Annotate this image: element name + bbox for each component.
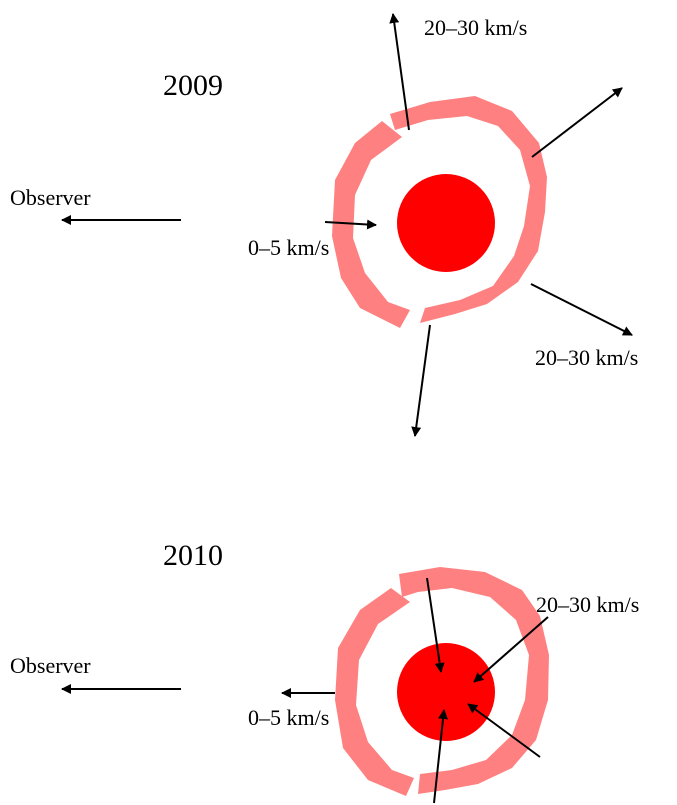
shell-velocity-arrow-upper-right (531, 87, 623, 158)
observer-label: Observer (10, 185, 91, 210)
panel-2009: 2009 Observer 0–5 km/s 20–30 km/s 20–30 … (10, 13, 638, 437)
year-label: 2010 (163, 539, 223, 572)
outer-velocity-label: 20–30 km/s (536, 592, 639, 617)
panel-2010: 2010 Observer 0–5 km/s 20–30 km/s (10, 539, 639, 804)
shell-velocity-arrow-lower-right (530, 283, 633, 336)
shell-velocity-arrow-up (389, 13, 410, 131)
shell-segment-left (335, 588, 414, 796)
inner-velocity-arrow (324, 219, 377, 230)
outer-velocity-label-top: 20–30 km/s (424, 15, 527, 40)
shell-velocity-arrow-down (411, 324, 431, 437)
shell-segment-left (332, 121, 410, 328)
shell-velocity-arrow-lower-right (467, 703, 541, 758)
observer-label: Observer (10, 653, 91, 678)
core (397, 643, 495, 741)
shell-velocity-arrow-top (426, 577, 445, 673)
inner-velocity-label: 0–5 km/s (248, 705, 329, 730)
year-label: 2009 (163, 69, 223, 102)
shell-segment-upper (390, 96, 547, 323)
core (397, 174, 495, 272)
inner-velocity-label: 0–5 km/s (248, 235, 329, 260)
outer-velocity-label-right: 20–30 km/s (535, 345, 638, 370)
shell-velocity-arrow-bottom (433, 709, 449, 804)
shell-velocity-arrow-upper-right (473, 616, 549, 683)
